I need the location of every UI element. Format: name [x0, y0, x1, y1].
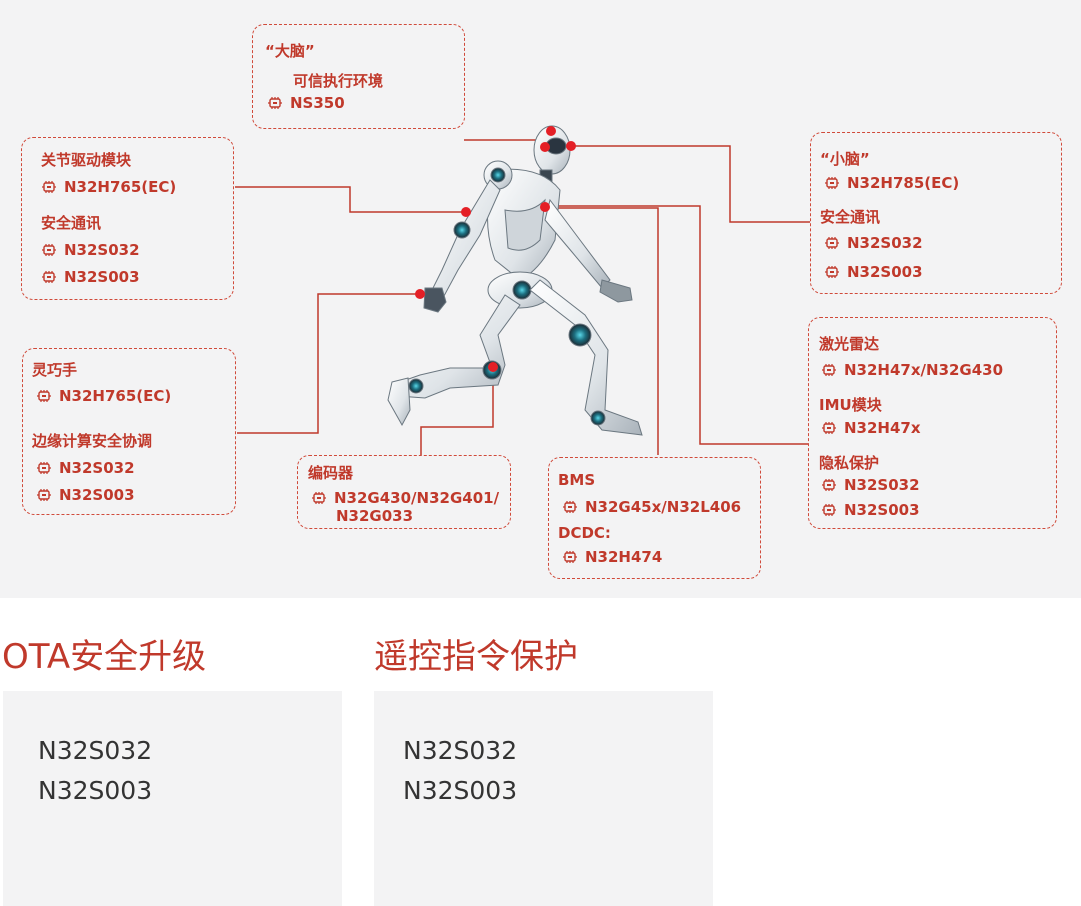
- privacy-chip-row: N32S003: [821, 501, 920, 519]
- privacy-chip-label: N32S032: [844, 476, 920, 494]
- cerebellum-chip-label: N32H785(EC): [847, 174, 960, 192]
- chip-icon: [822, 504, 836, 516]
- chip-icon: [822, 422, 836, 434]
- brain-chip-row: NS350: [267, 94, 345, 112]
- lidar-chip-row: N32H47x/N32G430: [821, 361, 1003, 379]
- lidar-imu-box: 激光雷达 N32H47x/N32G430 IMU模块 N32H47x 隐私保护 …: [808, 317, 1057, 529]
- ota-item: N32S003: [38, 776, 153, 805]
- brain-title: “大脑”: [265, 42, 315, 60]
- cerebellum-marker: [566, 141, 576, 151]
- hand-chip-label: N32S032: [59, 459, 135, 477]
- shoulder-marker: [461, 207, 471, 217]
- connector-bms: [545, 207, 659, 455]
- imu-chip-row: N32H47x: [821, 419, 921, 437]
- remote-command-section-title: 遥控指令保护: [374, 637, 578, 677]
- lidar-chip-label: N32H47x/N32G430: [844, 361, 1004, 379]
- hand-chip-row: N32S032: [36, 459, 135, 477]
- bms-title: BMS: [558, 471, 596, 489]
- chip-icon: [312, 492, 326, 504]
- bms-box: BMS N32G45x/N32L406 DCDC: N32H474: [548, 457, 761, 579]
- cerebellum-chip-row: N32S032: [824, 234, 923, 252]
- joint-chip-label: N32S032: [64, 241, 140, 259]
- privacy-chip-label: N32S003: [844, 501, 920, 519]
- bms-chip-label: N32G45x/N32L406: [585, 498, 742, 516]
- privacy-title: 隐私保护: [819, 454, 880, 472]
- joint-chip-row: N32H765(EC): [41, 178, 176, 196]
- hand-chip-row: N32S003: [36, 486, 135, 504]
- encoder-chip-row: N32G430/N32G401/: [311, 489, 499, 507]
- hand-marker: [415, 289, 425, 299]
- encoder-chip-label: N32G430/N32G401/: [334, 489, 500, 507]
- hand-subtitle: 边缘计算安全协调: [32, 432, 153, 450]
- chip-icon: [563, 551, 577, 563]
- encoder-chip-label-cont: N32G033: [336, 507, 414, 525]
- ota-panel: N32S032 N32S003: [3, 691, 342, 906]
- connector-joint: [235, 186, 466, 213]
- knee-marker: [488, 362, 498, 372]
- dexterous-hand-box: 灵巧手 N32H765(EC) 边缘计算安全协调 N32S032 N32S003: [22, 348, 236, 515]
- connector-lines: [235, 139, 810, 455]
- chip-icon: [825, 177, 839, 189]
- cerebellum-chip-row: N32H785(EC): [824, 174, 959, 192]
- connector-cerebellum: [571, 145, 810, 223]
- dcdc-chip-row: N32H474: [562, 548, 662, 566]
- hand-title: 灵巧手: [32, 361, 78, 379]
- ota-item: N32S032: [38, 736, 153, 765]
- hand-chip-label: N32H765(EC): [59, 387, 172, 405]
- brain-chip-label: NS350: [290, 94, 345, 112]
- ota-section-title: OTA安全升级: [2, 637, 207, 677]
- cerebellum-title: “小脑”: [820, 150, 870, 168]
- cerebellum-subtitle: 安全通讯: [820, 208, 881, 226]
- hand-chip-row: N32H765(EC): [36, 387, 171, 405]
- encoder-box: 编码器 N32G430/N32G401/ N32G033: [297, 455, 511, 529]
- joint-drive-box: 关节驱动模块 N32H765(EC) 安全通讯 N32S032 N32S003: [21, 137, 234, 300]
- dcdc-title: DCDC:: [558, 524, 611, 542]
- remote-command-item: N32S032: [403, 736, 518, 765]
- chip-icon: [563, 501, 577, 513]
- privacy-chip-row: N32S032: [821, 476, 920, 494]
- encoder-title: 编码器: [308, 464, 354, 482]
- joint-chip-label: N32H765(EC): [64, 178, 177, 196]
- chip-icon: [42, 181, 56, 193]
- chip-icon: [825, 266, 839, 278]
- dcdc-chip-label: N32H474: [585, 548, 663, 566]
- head-marker: [540, 142, 550, 152]
- cerebellum-box: “小脑” N32H785(EC) 安全通讯 N32S032 N32S003: [810, 132, 1062, 294]
- remote-command-item: N32S003: [403, 776, 518, 805]
- remote-command-panel: N32S032 N32S003: [374, 691, 713, 906]
- lidar-title: 激光雷达: [819, 335, 880, 353]
- joint-subtitle: 安全通讯: [41, 214, 102, 232]
- joint-chip-row: N32S003: [41, 268, 140, 286]
- chip-icon: [822, 479, 836, 491]
- chip-icon: [822, 364, 836, 376]
- cerebellum-chip-label: N32S003: [847, 263, 923, 281]
- imu-title: IMU模块: [819, 396, 882, 414]
- chip-icon: [42, 271, 56, 283]
- brain-marker: [546, 126, 556, 136]
- robot-illustration: [387, 125, 643, 436]
- cerebellum-chip-label: N32S032: [847, 234, 923, 252]
- joint-chip-label: N32S003: [64, 268, 140, 286]
- chip-icon: [37, 462, 51, 474]
- chip-icon: [37, 489, 51, 501]
- torso-marker: [540, 202, 550, 212]
- bms-chip-row: N32G45x/N32L406: [562, 498, 741, 516]
- joint-title: 关节驱动模块: [41, 151, 132, 169]
- chip-icon: [42, 244, 56, 256]
- connector-encoder: [420, 368, 494, 455]
- chip-icon: [37, 390, 51, 402]
- joint-chip-row: N32S032: [41, 241, 140, 259]
- chip-icon: [825, 237, 839, 249]
- connector-hand: [237, 293, 420, 434]
- connector-lidar: [545, 205, 808, 445]
- imu-chip-label: N32H47x: [844, 419, 921, 437]
- chip-icon: [268, 97, 282, 109]
- architecture-diagram: “大脑” 可信执行环境 NS350 关节驱动模块 N32H765(EC) 安全通…: [0, 0, 1081, 598]
- brain-box: “大脑” 可信执行环境 NS350: [252, 24, 465, 129]
- cerebellum-chip-row: N32S003: [824, 263, 923, 281]
- brain-item: 可信执行环境: [293, 72, 384, 90]
- hand-chip-label: N32S003: [59, 486, 135, 504]
